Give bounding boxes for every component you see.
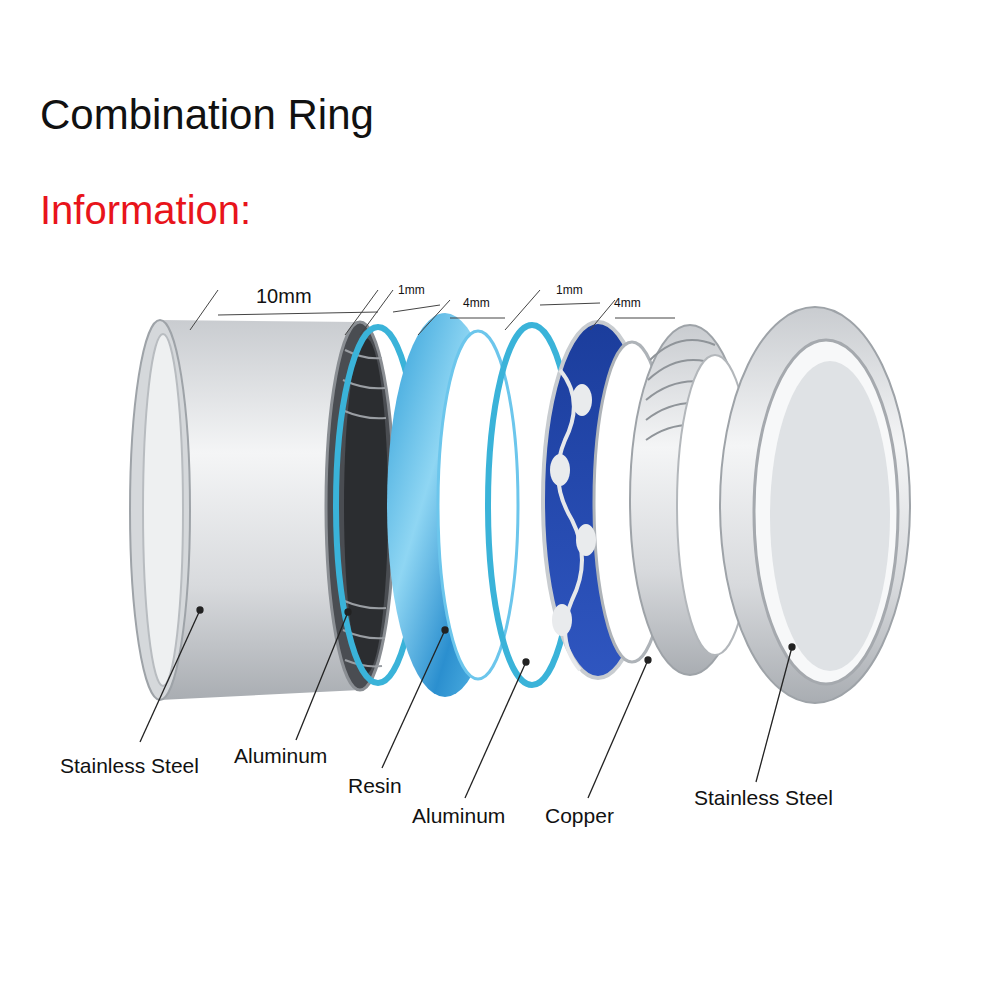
part-name: Aluminum: [234, 744, 327, 767]
resin-band: [387, 313, 518, 697]
part-name: Resin: [348, 774, 402, 797]
leader-lines: [140, 607, 795, 798]
dimension-label: 4mm: [614, 297, 641, 310]
dimension-label: 1mm: [556, 284, 583, 297]
page-title: Combination Ring: [40, 92, 374, 138]
section-heading: Information:: [40, 188, 251, 232]
part-name: Stainless Steel: [60, 754, 199, 777]
steel-ring: [720, 307, 910, 703]
part-name: Stainless Steel: [694, 786, 833, 809]
part-name: Copper: [545, 804, 614, 827]
dimension-label: 10mm: [256, 285, 312, 307]
dimension-label: 4mm: [463, 297, 490, 310]
part-name: Aluminum: [412, 804, 505, 827]
dimension-label: 1mm: [398, 284, 425, 297]
